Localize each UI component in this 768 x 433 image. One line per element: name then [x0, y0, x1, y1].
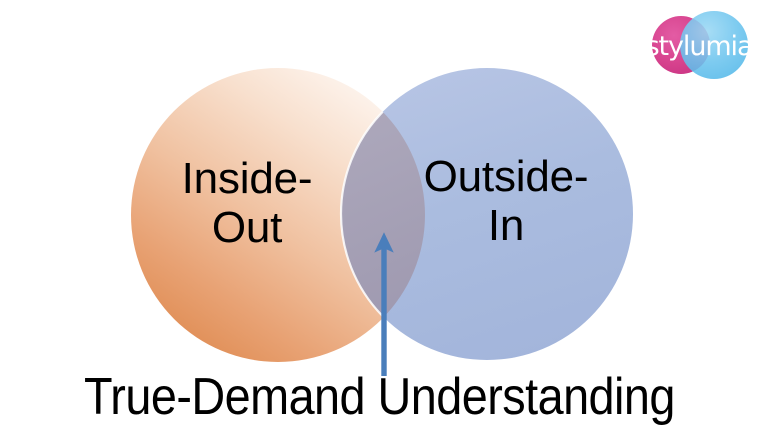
- venn-circle-outside-in: [341, 68, 633, 360]
- venn-label-inside-out: Inside- Out: [181, 154, 313, 253]
- stylumia-logo: [652, 11, 748, 79]
- venn-circle-inside-out: [131, 68, 425, 362]
- caption-true-demand-understanding: True-Demand Understanding: [84, 368, 675, 426]
- venn-label-outside-in: Outside- In: [423, 152, 589, 251]
- logo-blue-circle: [680, 11, 748, 79]
- venn-intersection-edge: [339, 68, 425, 362]
